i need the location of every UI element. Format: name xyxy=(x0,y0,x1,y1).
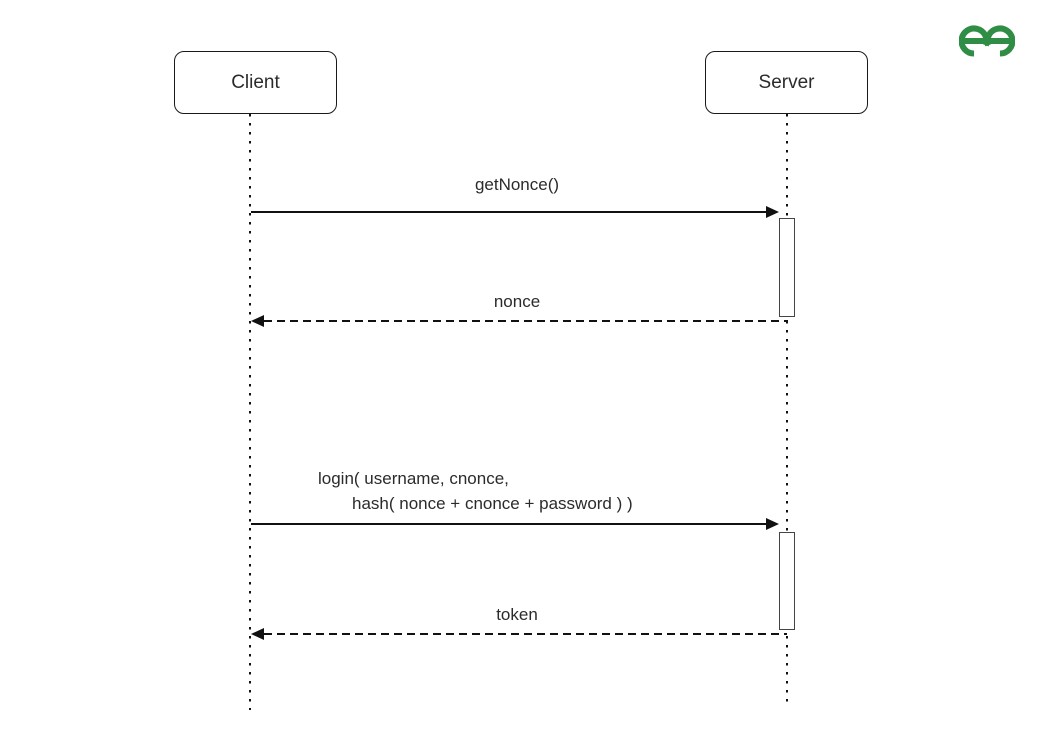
arrowhead-left-icon xyxy=(251,315,264,327)
message-label-login-line1: login( username, cnonce, xyxy=(318,469,509,488)
message-label-nonce: nonce xyxy=(493,292,541,311)
message-line-login xyxy=(251,523,766,525)
message-label-getnonce: getNonce() xyxy=(474,175,560,194)
arrowhead-right-icon xyxy=(766,206,779,218)
message-label-login-line2: hash( nonce + cnonce + password ) ) xyxy=(352,494,633,513)
message-line-token xyxy=(264,633,787,635)
message-line-getnonce xyxy=(251,211,767,213)
message-label-token: token xyxy=(496,605,538,624)
lifeline-server xyxy=(786,114,788,706)
lifeline-client xyxy=(249,114,251,710)
message-label-login: login( username, cnonce, hash( nonce + c… xyxy=(318,466,633,516)
activation-bar-server-2 xyxy=(779,532,795,630)
geeksforgeeks-logo-icon xyxy=(959,25,1015,57)
actor-box-client: Client xyxy=(174,51,337,114)
message-line-nonce xyxy=(264,320,788,322)
actor-label-server: Server xyxy=(758,71,815,93)
activation-bar-server-1 xyxy=(779,218,795,317)
arrowhead-left-icon xyxy=(251,628,264,640)
actor-label-client: Client xyxy=(231,71,280,93)
arrowhead-right-icon xyxy=(766,518,779,530)
actor-box-server: Server xyxy=(705,51,868,114)
